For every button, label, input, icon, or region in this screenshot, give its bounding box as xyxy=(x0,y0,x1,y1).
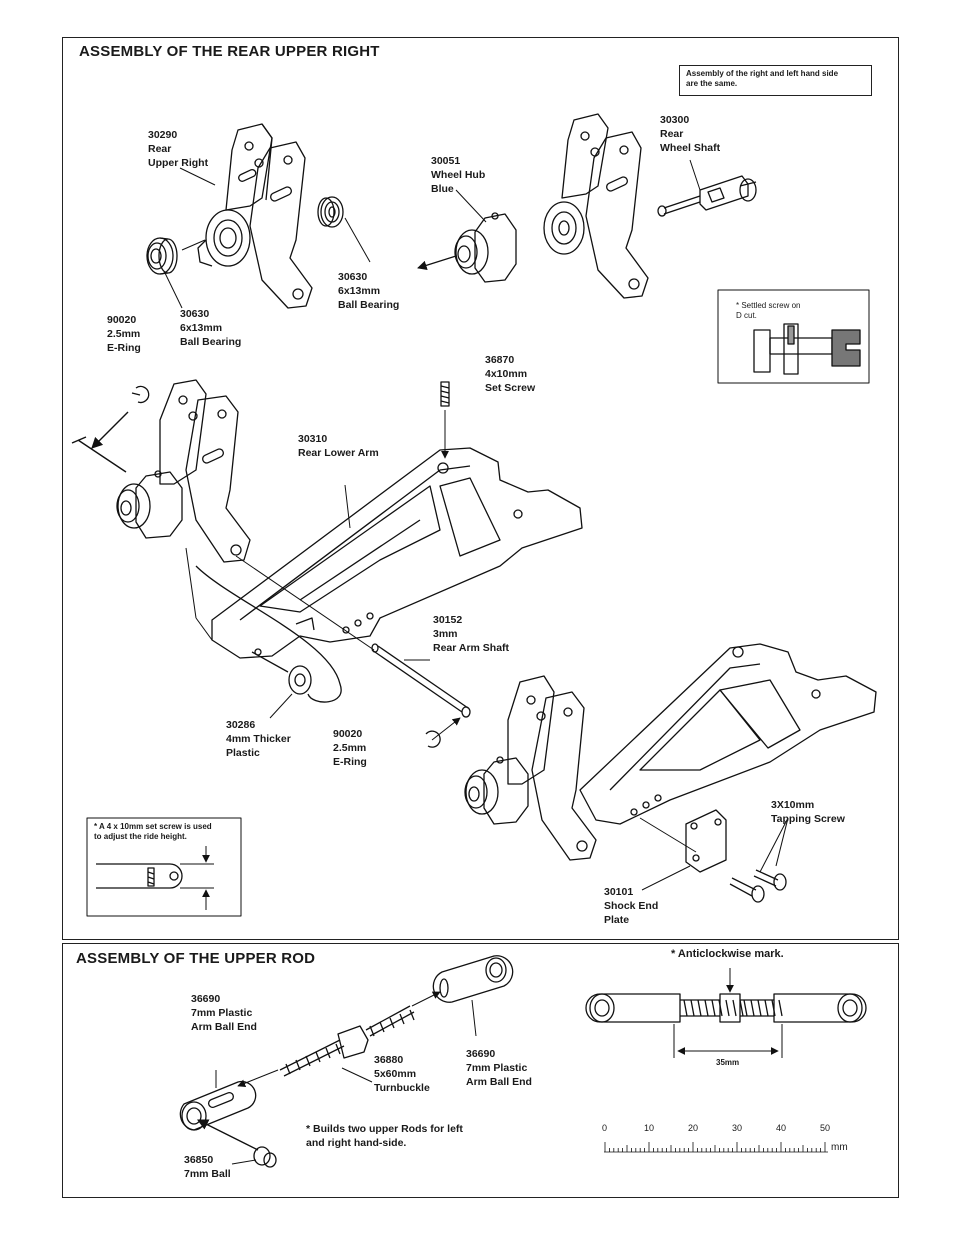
e-ring-lower-drawing xyxy=(425,730,441,748)
completed-rod-drawing xyxy=(585,968,867,1058)
same-sides-note: Assembly of the right and left hand side… xyxy=(679,65,872,96)
ruler-tick-label: 30 xyxy=(732,1123,743,1133)
label-36880-turnbuckle: 36880 5x60mm Turnbuckle xyxy=(374,1054,430,1094)
label-30290-rear-upper-right: 30290 Rear Upper Right xyxy=(148,129,209,169)
label-90020-e-ring-upper: 90020 2.5mm E-Ring xyxy=(107,314,141,354)
ruler-tick-label: 50 xyxy=(820,1123,831,1133)
ruler-tick-label: 20 xyxy=(688,1123,699,1133)
label-30630-bearing-left: 30630 6x13mm Ball Bearing xyxy=(180,308,242,348)
label-30310-rear-lower-arm: 30310 Rear Lower Arm xyxy=(298,433,379,459)
e-ring-left-drawing xyxy=(131,385,150,404)
label-30286-thicker-plastic: 30286 4mm Thicker Plastic xyxy=(226,719,291,759)
upper-rod-section xyxy=(62,943,899,1198)
shock-end-plate-drawing xyxy=(685,809,727,873)
ruler-tick-label: 0 xyxy=(602,1123,608,1133)
turnbuckle-drawing xyxy=(279,1005,415,1077)
ruler-tick-label: 10 xyxy=(644,1123,655,1133)
rear-assembly-section xyxy=(62,37,899,940)
rear-arm-shaft-drawing xyxy=(371,643,471,718)
anticlockwise-mark-note: * Anticlockwise mark. xyxy=(671,948,784,960)
upper-hub-carrier-drawing xyxy=(197,123,313,309)
label-90020-e-ring-lower: 90020 2.5mm E-Ring xyxy=(333,728,367,768)
wheel-shaft-drawing xyxy=(657,175,757,217)
label-36690-ball-end-left: 36690 7mm Plastic Arm Ball End xyxy=(191,993,257,1033)
ruler-tick-label: 40 xyxy=(776,1123,787,1133)
ball-bearing-left-drawing xyxy=(146,237,178,275)
rod-length-dimension: 35mm xyxy=(716,1058,740,1067)
wheel-hub-drawing xyxy=(454,212,517,283)
ball-end-lower-drawing xyxy=(179,1080,257,1131)
label-30630-bearing-right: 30630 6x13mm Ball Bearing xyxy=(338,271,400,311)
label-30101-shock-end-plate: 30101 Shock End Plate xyxy=(604,886,659,926)
two-rods-note: * Builds two upper Rods for left and rig… xyxy=(306,1123,463,1149)
label-36850-ball: 36850 7mm Ball xyxy=(184,1154,231,1180)
label-30051-wheel-hub: 30051 Wheel Hub Blue xyxy=(431,155,486,195)
label-30300-wheel-shaft: 30300 Rear Wheel Shaft xyxy=(660,114,721,154)
ball-bearing-right-drawing xyxy=(317,196,344,228)
rod-section-title: ASSEMBLY OF THE UPPER ROD xyxy=(76,950,316,967)
ruler-unit: mm xyxy=(831,1142,848,1153)
ride-height-inset-drawing xyxy=(96,846,214,910)
set-screw-36870-drawing xyxy=(440,381,450,407)
ball-end-upper-drawing xyxy=(432,955,514,1003)
label-30152-rear-arm-shaft: 30152 3mm Rear Arm Shaft xyxy=(433,614,510,654)
seven-mm-ball-drawing xyxy=(253,1146,277,1168)
mm-ruler-drawing xyxy=(604,1142,828,1153)
ride-height-note: * A 4 x 10mm set screw is used to adjust… xyxy=(94,822,212,841)
settled-screw-note: * Settled screw on D cut. xyxy=(736,301,801,320)
assembled-carrier-drawing xyxy=(116,379,251,563)
upper-hub-carrier-right-drawing xyxy=(543,113,649,299)
rear-section-title: ASSEMBLY OF THE REAR UPPER RIGHT xyxy=(79,43,380,60)
rear-lower-arm-drawing xyxy=(211,447,583,659)
label-36690-ball-end-right: 36690 7mm Plastic Arm Ball End xyxy=(466,1048,532,1088)
label-3x10-tapping-screw: 3X10mm Tapping Screw xyxy=(771,799,845,825)
thicker-plastic-spacer-drawing xyxy=(195,565,342,703)
set-screw-inset-drawing xyxy=(753,323,861,375)
assembled-arm-right-drawing xyxy=(464,643,877,861)
label-36870-set-screw: 36870 4x10mm Set Screw xyxy=(485,354,536,394)
